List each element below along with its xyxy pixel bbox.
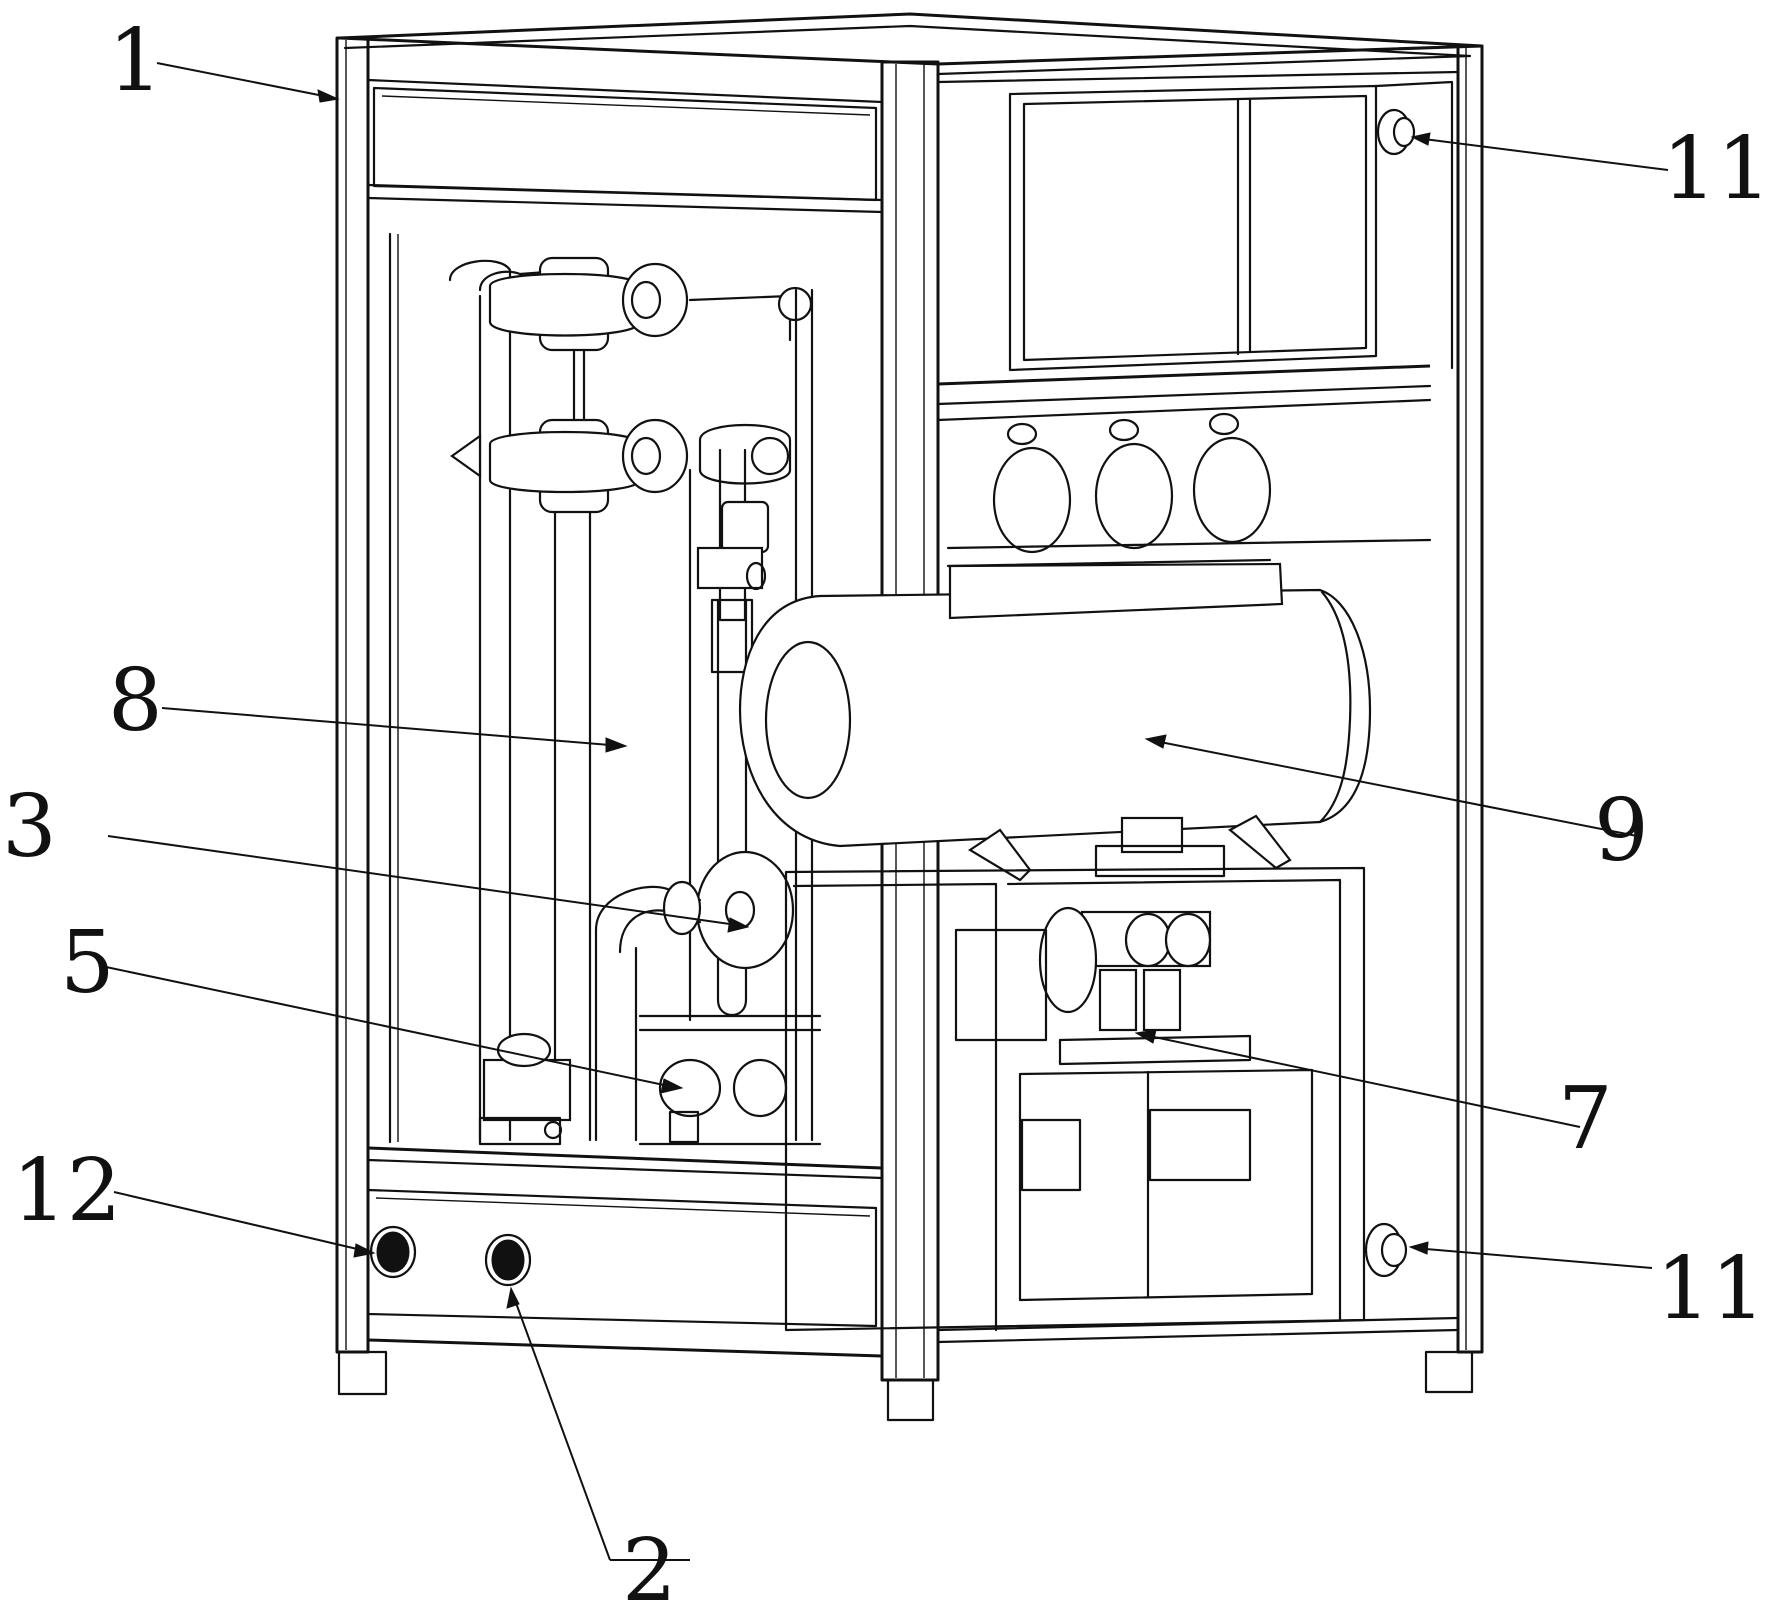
outlet-port-12: [376, 1231, 410, 1273]
label-11-bottom: 11: [1656, 1239, 1765, 1339]
electrical-box: [1008, 80, 1454, 372]
leader-lines: [105, 62, 1669, 1561]
reference-labels: 1 11 8 9 3 5 7 11 12 2: [2, 11, 1768, 1621]
label-3: 3: [2, 777, 57, 877]
label-12: 12: [12, 1141, 121, 1241]
outer-frame: [335, 12, 1484, 1422]
base-panel: [366, 1188, 878, 1328]
label-5: 5: [60, 913, 115, 1013]
upper-left-panel: [372, 86, 878, 202]
label-8: 8: [108, 651, 163, 751]
fittings-11: [1364, 108, 1416, 1278]
right-compartment: [738, 412, 1432, 1332]
outlet-port-2: [491, 1239, 525, 1281]
label-11-top: 11: [1662, 119, 1768, 219]
label-1: 1: [108, 11, 163, 111]
label-2: 2: [622, 1521, 677, 1621]
label-7: 7: [1558, 1069, 1613, 1169]
label-9: 9: [1594, 781, 1649, 881]
